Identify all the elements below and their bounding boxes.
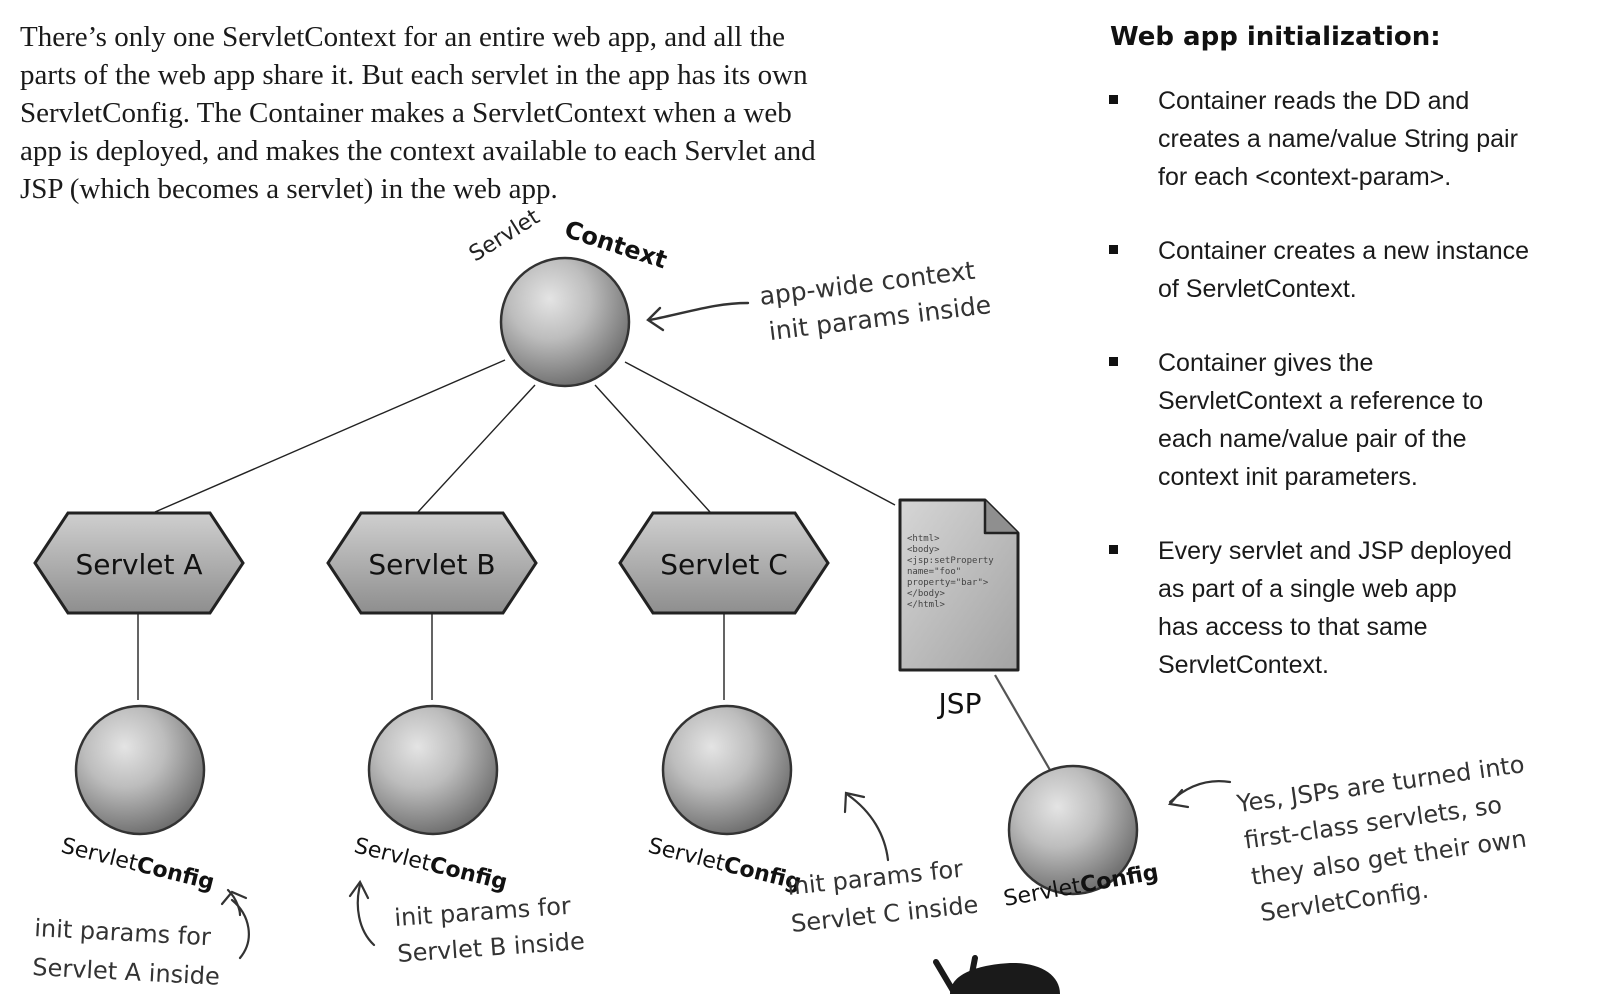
jsp-code-line: name="foo" bbox=[907, 567, 961, 577]
bullet-line: as part of a single web app bbox=[1158, 575, 1457, 603]
note-c-arrow-icon bbox=[846, 793, 890, 862]
svg-text:ServletConfig: ServletConfig bbox=[646, 834, 804, 896]
jsp-label: JSP bbox=[937, 687, 982, 720]
note-c-arrowhead-icon bbox=[843, 791, 866, 814]
bullet-square-icon bbox=[1109, 245, 1118, 254]
note-b-arrowhead-icon bbox=[348, 879, 370, 900]
bullet-item: Container gives the ServletContext a ref… bbox=[1105, 344, 1585, 496]
servlet-c-hex: Servlet C bbox=[618, 511, 830, 615]
connector-context-jsp bbox=[624, 361, 896, 506]
config-label-bold: Config bbox=[427, 852, 510, 895]
servlet-config-ball-a bbox=[74, 704, 206, 836]
intro-line: ServletConfig. The Container makes a Ser… bbox=[20, 97, 792, 129]
servlet-config-ball-jsp bbox=[1007, 764, 1139, 896]
svg-text:ServletConfig: ServletConfig bbox=[59, 834, 217, 896]
context-label-plain: Servlet bbox=[465, 204, 545, 267]
jsp-page-icon: <html> <body> <jsp:setProperty name="foo… bbox=[898, 498, 1020, 672]
jsp-code-line: property="bar"> bbox=[907, 578, 989, 588]
jsp-code-line: </body> bbox=[907, 589, 946, 599]
bullet-line: context init parameters. bbox=[1158, 463, 1418, 491]
bullet-line: each name/value pair of the bbox=[1158, 425, 1467, 453]
config-label-plain: Servlet bbox=[352, 834, 434, 877]
note-b-line: init params for bbox=[393, 892, 571, 932]
note-a-line: init params for bbox=[34, 914, 212, 951]
servlet-config-label-a: ServletConfig bbox=[59, 834, 217, 896]
config-label-plain: Servlet bbox=[1002, 874, 1083, 912]
note-b-line: Servlet B inside bbox=[396, 927, 585, 968]
bullet-line: Container gives the bbox=[1158, 349, 1374, 377]
jsp-code-line: <body> bbox=[907, 545, 940, 555]
connector-context-servlet-c bbox=[594, 384, 711, 513]
config-label-plain: Servlet bbox=[59, 834, 141, 877]
character-antennae-illustration bbox=[933, 955, 1060, 994]
connector-context-servlet-a bbox=[154, 359, 506, 513]
servlet-b-hex: Servlet B bbox=[326, 511, 538, 615]
bullet-line: ServletContext. bbox=[1158, 651, 1329, 679]
servlet-config-ball-c bbox=[661, 704, 793, 836]
note-a-arrowhead-icon bbox=[220, 890, 248, 906]
jsp-code-line: </html> bbox=[907, 600, 946, 610]
servlet-config-label-c: ServletConfig bbox=[646, 834, 804, 896]
svg-text:ServletConfig: ServletConfig bbox=[352, 834, 510, 896]
servlet-c-label: Servlet C bbox=[660, 548, 788, 581]
bullet-square-icon bbox=[1109, 95, 1118, 104]
bullet-line: for each <context-param>. bbox=[1158, 163, 1452, 191]
bullet-item: Container creates a new instance of Serv… bbox=[1105, 232, 1585, 308]
intro-line: parts of the web app share it. But each … bbox=[20, 59, 808, 91]
bullet-line: of ServletContext. bbox=[1158, 275, 1357, 303]
bullet-item: Every servlet and JSP deployed as part o… bbox=[1105, 532, 1585, 684]
sidebar-title: Web app initialization: bbox=[1110, 22, 1441, 52]
jsp-code-line: <jsp:setProperty bbox=[907, 556, 994, 566]
bullet-line: creates a name/value String pair bbox=[1158, 125, 1518, 153]
connector-context-servlet-b bbox=[417, 384, 536, 513]
bullet-line: Every servlet and JSP deployed bbox=[1158, 537, 1512, 565]
bullet-item: Container reads the DD and creates a nam… bbox=[1105, 82, 1585, 196]
servlet-a-label: Servlet A bbox=[75, 548, 202, 581]
bullet-square-icon bbox=[1109, 357, 1118, 366]
note-jsp-arrowhead-icon bbox=[1167, 788, 1190, 809]
servlet-b-label: Servlet B bbox=[368, 548, 495, 581]
intro-paragraph: There’s only one ServletContext for an e… bbox=[20, 18, 1010, 208]
servlet-context-ball bbox=[499, 256, 631, 388]
connector-jsp-config bbox=[994, 674, 1051, 771]
servlet-a-hex: Servlet A bbox=[33, 511, 245, 615]
sidebar-bullet-list: Container reads the DD and creates a nam… bbox=[1105, 82, 1585, 720]
bullet-line: Container reads the DD and bbox=[1158, 87, 1470, 115]
intro-line: There’s only one ServletContext for an e… bbox=[20, 21, 786, 53]
intro-line: JSP (which becomes a servlet) in the web… bbox=[20, 173, 558, 205]
servlet-config-label-b: ServletConfig bbox=[352, 834, 510, 896]
note-b-arrow-icon bbox=[356, 883, 376, 947]
note-a-line: Servlet A inside bbox=[32, 953, 221, 991]
note-a-arrow-icon bbox=[226, 888, 250, 960]
context-note-arrow-icon bbox=[646, 301, 750, 332]
note-jsp-arrow-icon bbox=[1168, 780, 1232, 804]
config-label-plain: Servlet bbox=[646, 834, 728, 877]
jsp-code-block: <html> <body> <jsp:setProperty name="foo… bbox=[907, 534, 994, 610]
intro-line: app is deployed, and makes the context a… bbox=[20, 135, 816, 167]
jsp-code-line: <html> bbox=[907, 534, 940, 544]
servlet-config-ball-b bbox=[367, 704, 499, 836]
config-label-bold: Config bbox=[134, 852, 217, 895]
connector-lines bbox=[137, 359, 1051, 771]
bullet-line: Container creates a new instance bbox=[1158, 237, 1530, 265]
bullet-line: ServletContext a reference to bbox=[1158, 387, 1484, 415]
bullet-line: has access to that same bbox=[1158, 613, 1428, 641]
bullet-square-icon bbox=[1109, 545, 1118, 554]
